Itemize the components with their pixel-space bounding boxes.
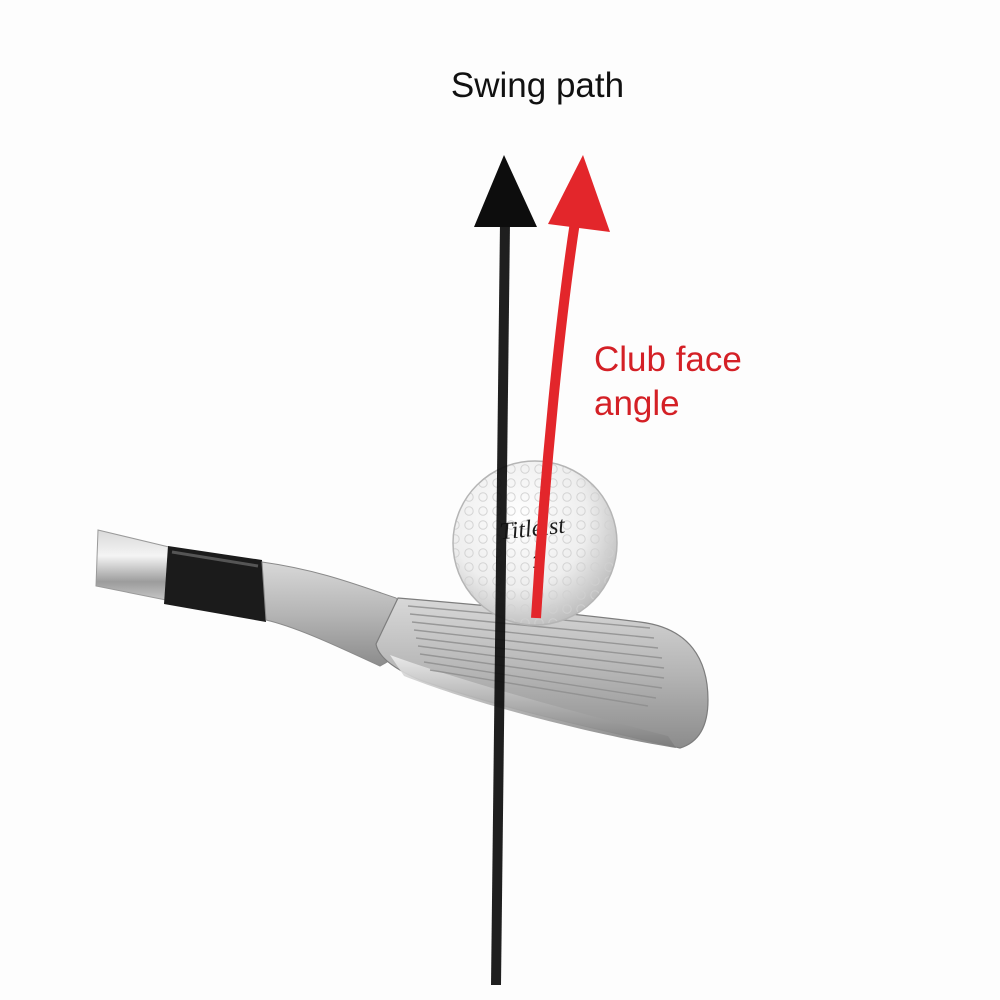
club-ferrule — [164, 546, 266, 622]
club-face-angle-arrowhead — [548, 155, 610, 232]
swing-path-arrowhead — [474, 155, 537, 227]
golf-ball-icon: Titleist 1 — [452, 460, 618, 626]
club-face-angle-label: Club face angle — [594, 338, 742, 426]
swing-path-arrow — [474, 155, 537, 986]
club-face-grooves — [407, 605, 665, 707]
club-face-angle-line — [531, 221, 580, 619]
club-face-angle-label-line1: Club face — [594, 340, 742, 379]
club-face-angle-arrow — [531, 155, 610, 619]
swing-path-line — [491, 221, 510, 986]
swing-path-label: Swing path — [450, 66, 625, 105]
golf-iron-icon — [95, 529, 709, 749]
club-face-angle-label-line2: angle — [594, 383, 680, 423]
